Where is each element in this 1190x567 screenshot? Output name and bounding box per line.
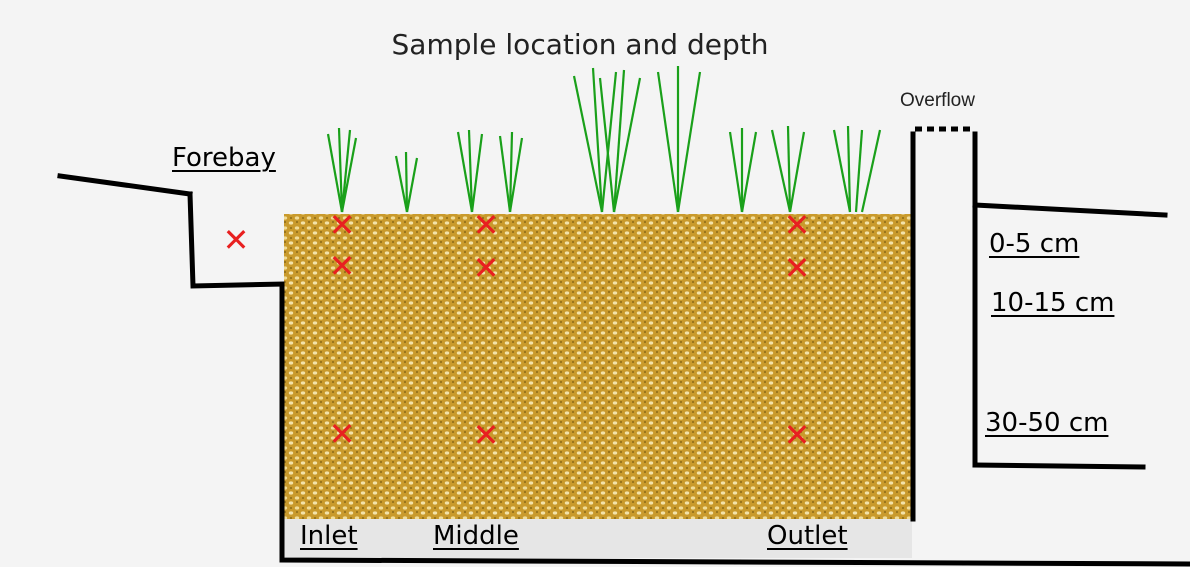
depth-label-10-15: 10-15 cm (991, 288, 1115, 318)
plant-clump (456, 129, 484, 213)
sample-marker-inlet-10-15: ✕ (328, 247, 356, 285)
plant-clump (656, 66, 702, 213)
plant-clump (394, 151, 419, 213)
sample-marker-middle-0-5: ✕ (472, 206, 500, 244)
depth-label-0-5: 0-5 cm (989, 229, 1080, 259)
sample-marker-outlet-0-5: ✕ (783, 206, 811, 244)
plant-clump (728, 128, 758, 213)
left-ground-line (57, 173, 193, 197)
diagram-title: Sample location and depth (391, 28, 769, 61)
sample-marker-forebay: ✕ (222, 221, 250, 259)
plant-clump (498, 131, 524, 213)
plant-clump (572, 67, 642, 213)
overflow-floor (972, 462, 1146, 470)
position-label-middle: Middle (433, 521, 519, 551)
depth-label-30-50: 30-50 cm (985, 408, 1109, 438)
forebay-label: Forebay (172, 143, 276, 173)
forebay-outline (187, 191, 285, 289)
ground-strip (284, 518, 912, 558)
sample-marker-inlet-30-50: ✕ (328, 415, 356, 453)
basin-wall-and-floor (279, 283, 1190, 567)
soil-media (284, 214, 911, 519)
plant-clump (832, 125, 882, 213)
sample-marker-inlet-0-5: ✕ (328, 206, 356, 244)
sample-marker-middle-30-50: ✕ (472, 416, 500, 454)
overflow-label: Overflow (900, 90, 975, 111)
position-label-inlet: Inlet (300, 521, 358, 551)
vegetation (326, 66, 882, 213)
sample-marker-outlet-30-50: ✕ (783, 416, 811, 454)
position-label-outlet: Outlet (767, 521, 848, 551)
plant-clump (770, 125, 806, 213)
basin-outline (57, 131, 1190, 567)
sample-marker-outlet-10-15: ✕ (783, 249, 811, 287)
sample-marker-middle-10-15: ✕ (472, 249, 500, 287)
right-ground-line (972, 202, 1168, 218)
plant-clump (326, 127, 358, 213)
